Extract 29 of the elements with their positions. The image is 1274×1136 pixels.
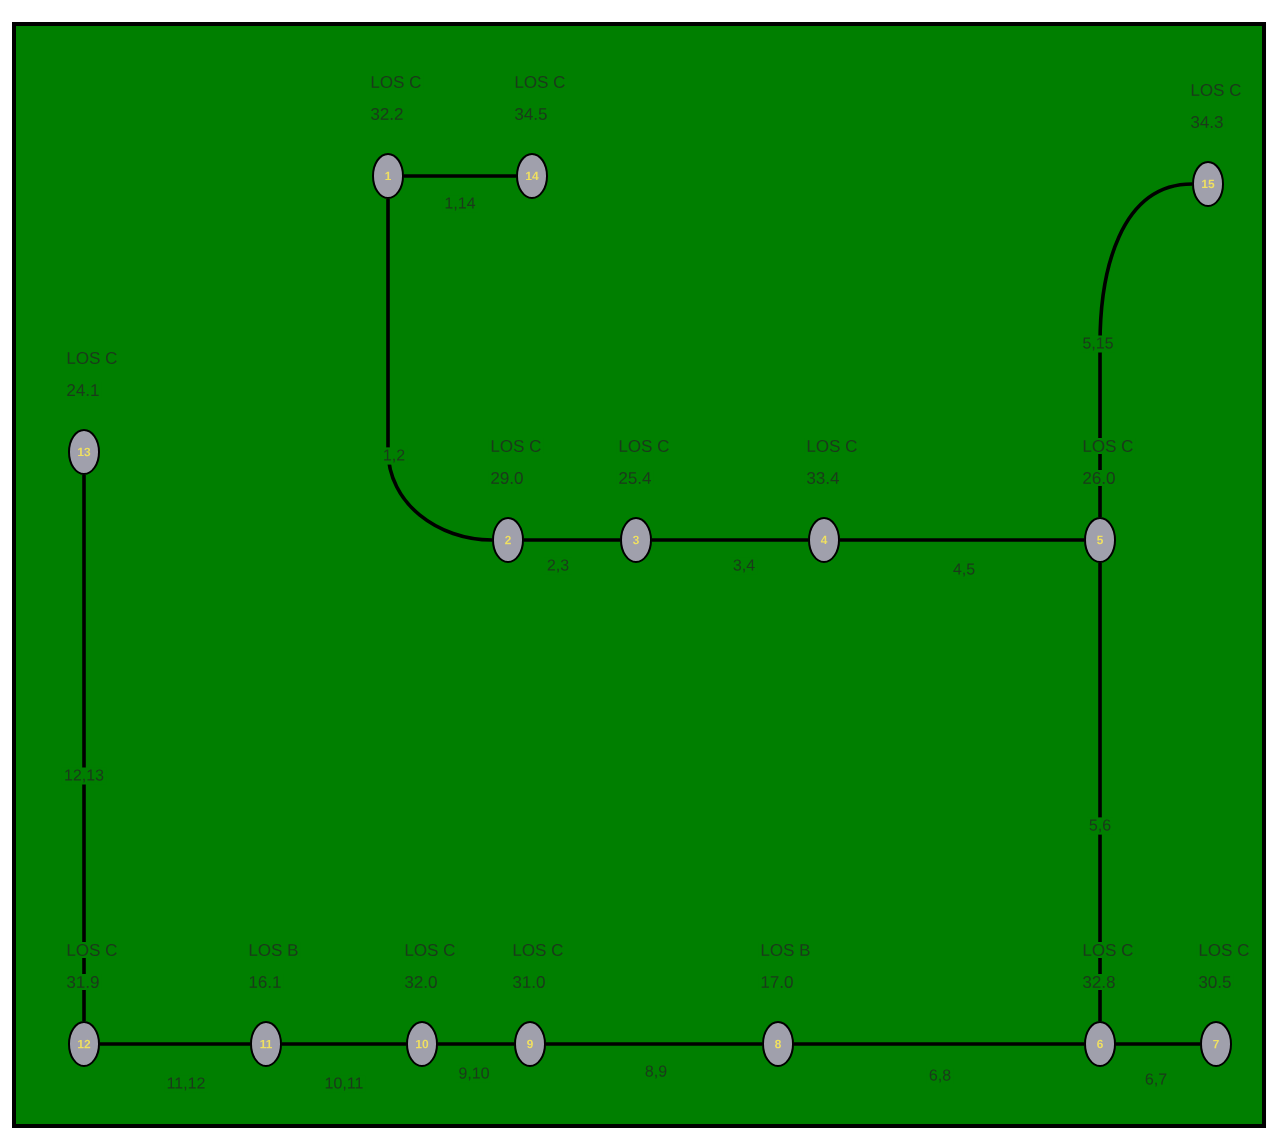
road-link (1098, 563, 1102, 1021)
road-link (438, 1042, 514, 1046)
edge-label: 4,5 (950, 561, 978, 579)
edge-label: 1,2 (380, 447, 408, 465)
road-link (524, 538, 620, 542)
road-link (82, 475, 86, 1021)
edge-label: 11,12 (164, 1075, 208, 1093)
road-link (404, 174, 516, 178)
edge-label: 1,14 (442, 195, 478, 213)
edge-label: 5,6 (1086, 817, 1114, 835)
edge-label: 5,15 (1080, 335, 1116, 353)
edge-label: 2,3 (544, 557, 572, 575)
edge-label: 8,9 (642, 1063, 670, 1081)
edge-label: 12,13 (62, 767, 106, 785)
road-link (840, 538, 1084, 542)
road-link (652, 538, 808, 542)
road-link (1116, 1042, 1200, 1046)
edge-label: 6,8 (926, 1067, 954, 1085)
road-link (386, 199, 493, 542)
road-link (794, 1042, 1084, 1046)
edge-label: 9,10 (456, 1065, 492, 1083)
node-annotation: 24.1 (64, 382, 102, 398)
road-link (282, 1042, 406, 1046)
road-link (100, 1042, 250, 1046)
road-link (546, 1042, 762, 1046)
edge-label: 6,7 (1142, 1071, 1170, 1089)
edge-label: 10,11 (322, 1075, 366, 1093)
edge-label: 3,4 (730, 557, 758, 575)
road-link (1098, 182, 1193, 517)
